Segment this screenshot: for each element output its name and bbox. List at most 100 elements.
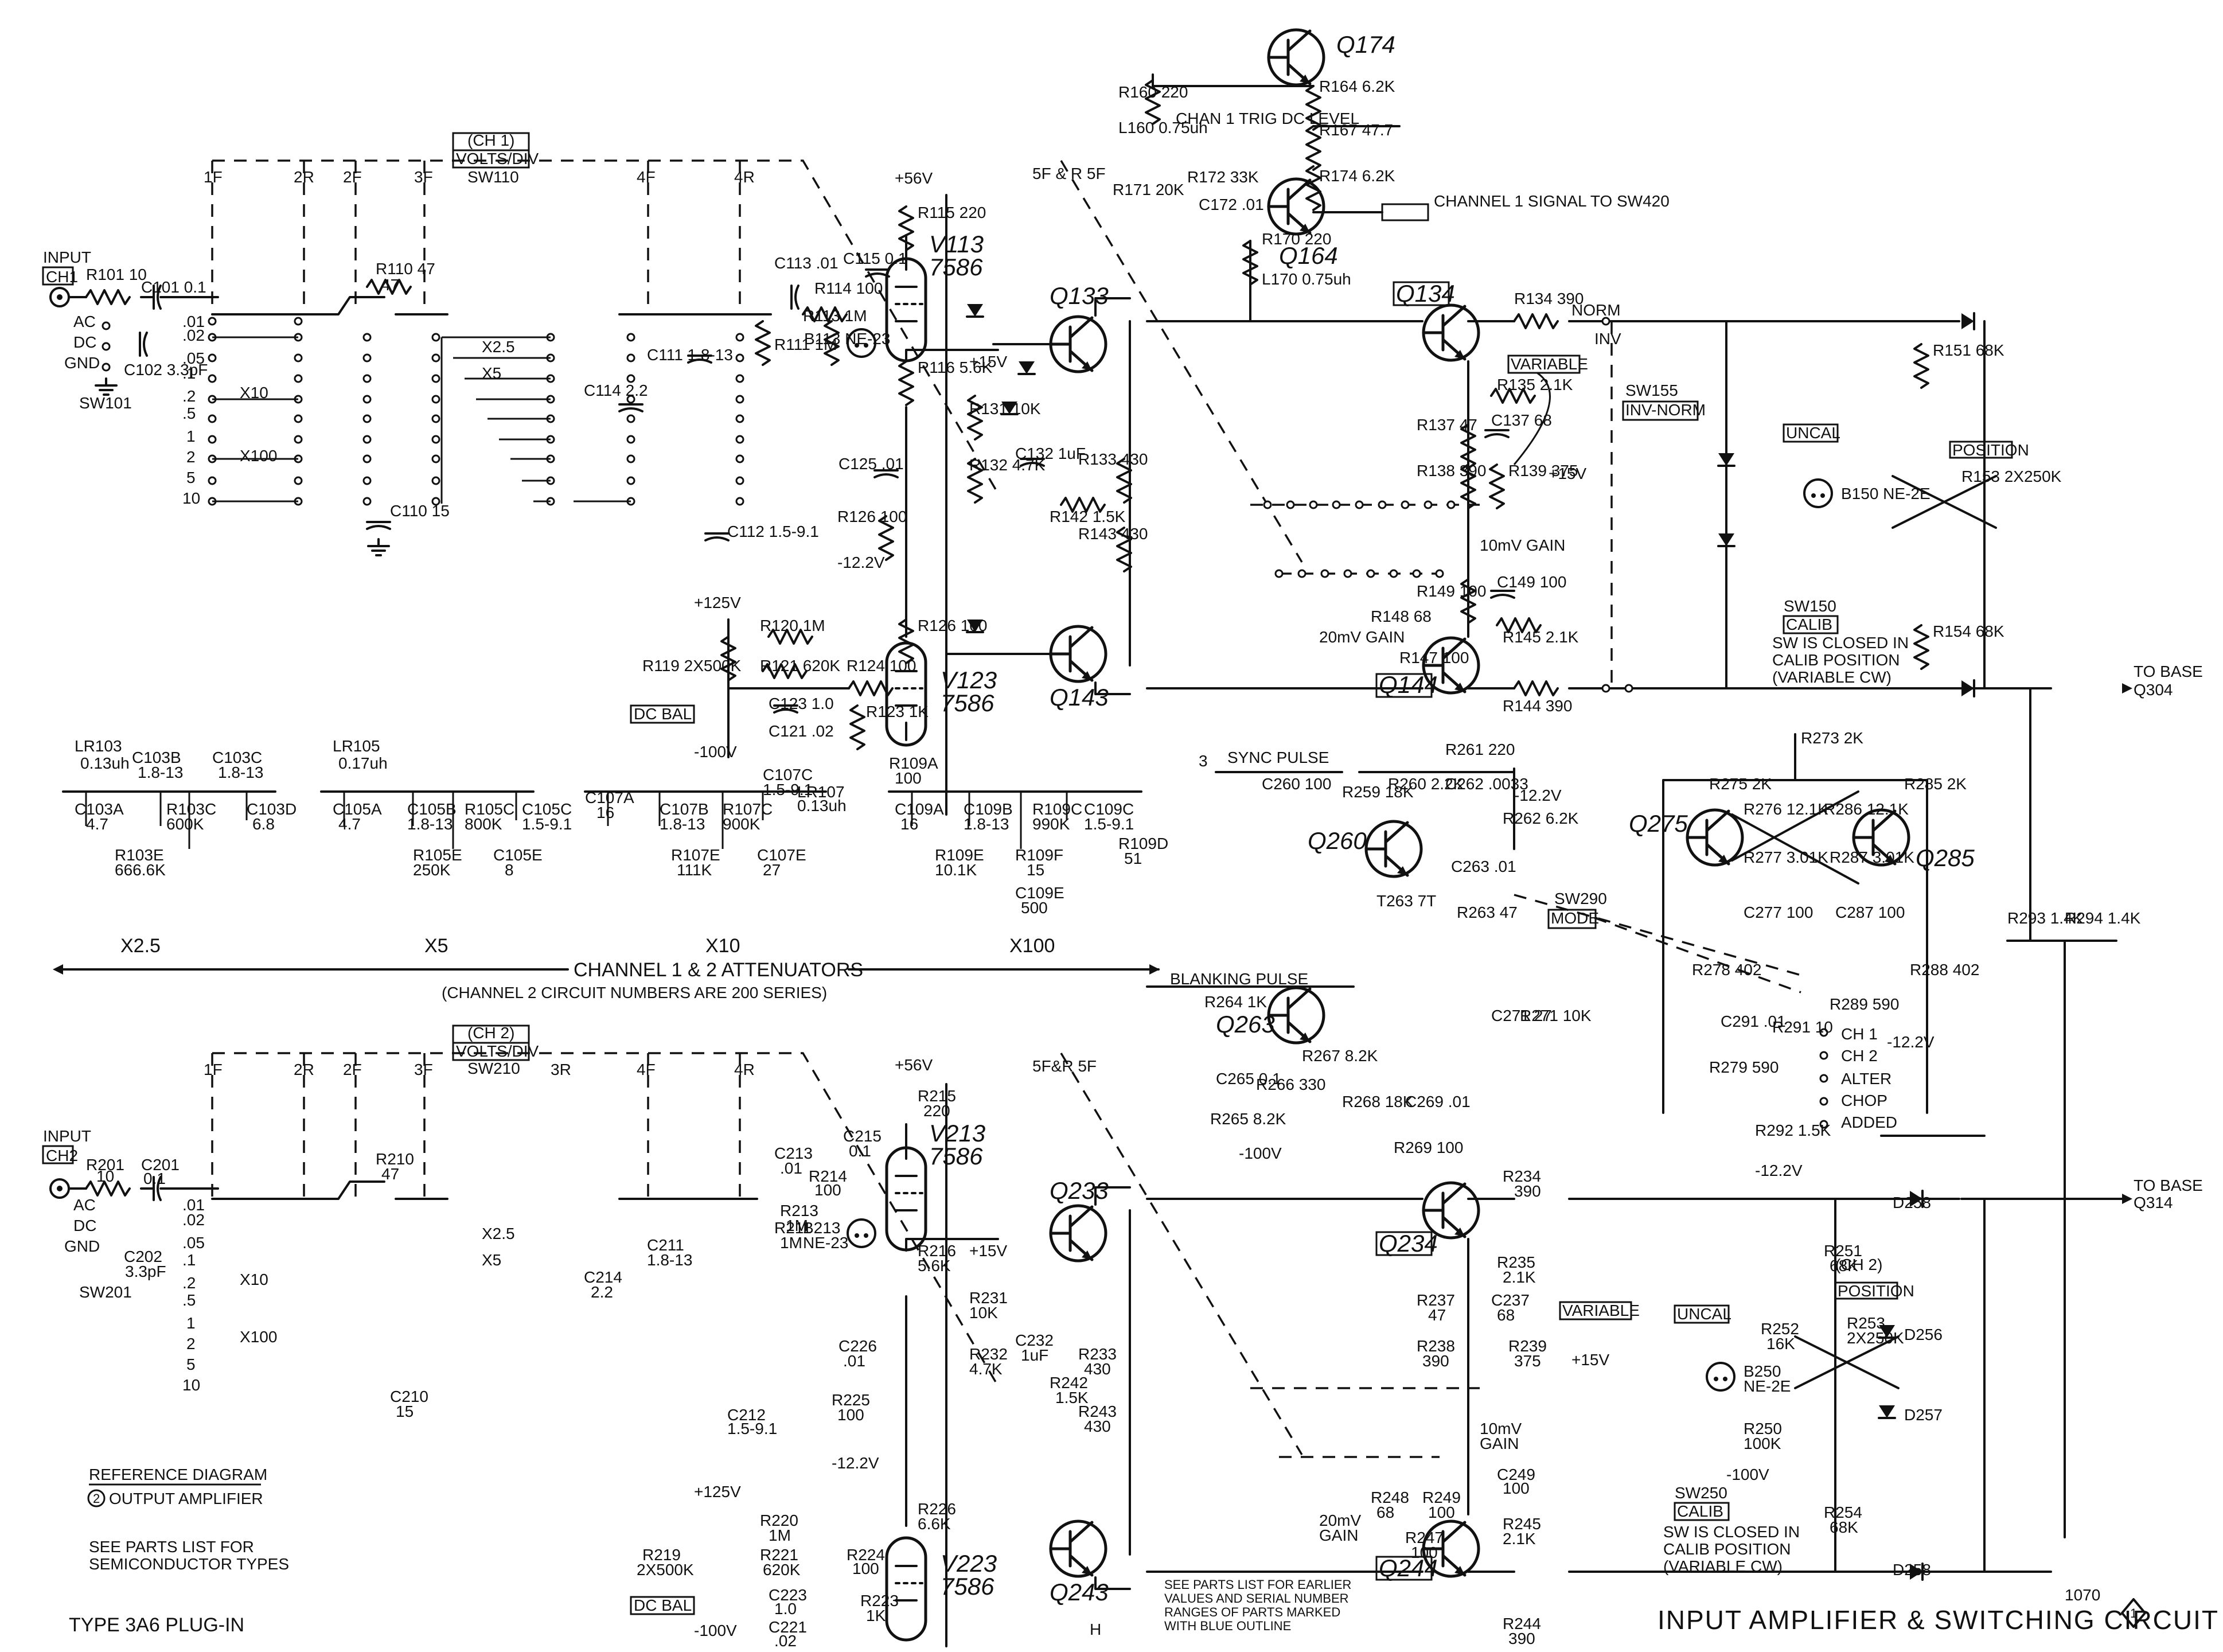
v123-type: 7586 bbox=[941, 689, 994, 716]
svg-text:R242: R242 bbox=[1050, 1374, 1088, 1392]
svg-text:0.13uh: 0.13uh bbox=[80, 754, 130, 772]
svg-text:2: 2 bbox=[186, 1335, 196, 1353]
svg-text:4.7K: 4.7K bbox=[969, 1360, 1003, 1378]
q134-label: Q134 bbox=[1396, 280, 1455, 307]
q260-label: Q260 bbox=[1308, 827, 1367, 854]
ch1-position-section: NORM INV SW155 INV-NORM R151 68K B150 NE… bbox=[1571, 301, 2203, 699]
ch1-calib[interactable]: CALIB bbox=[1786, 615, 1832, 633]
ch2-calib[interactable]: CALIB bbox=[1677, 1502, 1723, 1520]
coupling-gnd[interactable]: GND bbox=[64, 354, 100, 372]
svg-text:0.1: 0.1 bbox=[143, 1170, 166, 1187]
svg-text:3F: 3F bbox=[414, 1061, 433, 1078]
svg-text:.02: .02 bbox=[182, 1211, 205, 1229]
v113-type: 7586 bbox=[929, 254, 983, 280]
svg-text:1.5K: 1.5K bbox=[1055, 1389, 1089, 1406]
svg-text:CHOP: CHOP bbox=[1841, 1092, 1887, 1109]
svg-text:C109B: C109B bbox=[964, 800, 1013, 818]
ch1-input-stage: C113 .01 R114 100 R111 1M R113 1M B113 N… bbox=[755, 169, 1086, 816]
svg-text:CALIB POSITION: CALIB POSITION bbox=[1663, 1540, 1791, 1558]
r154-label: R154 68K bbox=[1933, 622, 2004, 640]
ch2-coupling-gnd[interactable]: GND bbox=[64, 1237, 100, 1255]
ch1-variable-box[interactable] bbox=[1507, 354, 1581, 374]
svg-text:3R: 3R bbox=[551, 1061, 571, 1078]
q133-transistor-icon bbox=[1051, 317, 1106, 372]
ch2-coupling-dc[interactable]: DC bbox=[73, 1217, 96, 1234]
ch2-rail-pos125: +125V bbox=[694, 1483, 741, 1501]
v213-tube-icon bbox=[887, 1148, 926, 1250]
svg-text:1.5-9.1: 1.5-9.1 bbox=[522, 815, 572, 833]
svg-text:R253: R253 bbox=[1847, 1314, 1885, 1332]
ch1-gain-10mv: 10mV GAIN bbox=[1480, 536, 1565, 554]
c125-label: C125 .01 bbox=[838, 455, 904, 473]
r139-label: R139 375 bbox=[1508, 462, 1578, 480]
svg-text:47: 47 bbox=[381, 1165, 399, 1183]
mode-positions[interactable]: CH 1 CH 2 ALTER CHOP ADDED bbox=[1819, 1025, 1897, 1131]
ch1-position-box[interactable] bbox=[1949, 441, 2013, 459]
svg-text:R221: R221 bbox=[760, 1546, 798, 1564]
svg-text:68: 68 bbox=[1376, 1503, 1394, 1521]
svg-text:D256: D256 bbox=[1904, 1326, 1943, 1343]
svg-text:375: 375 bbox=[1514, 1352, 1541, 1370]
svg-text:C226: C226 bbox=[838, 1337, 877, 1355]
ch1-dc-bal[interactable]: DC BAL bbox=[634, 705, 692, 723]
ch1-range-labels: .01 .02 .05 .1 .2 .5 1 2 5 10 bbox=[182, 313, 205, 507]
svg-text:1F: 1F bbox=[204, 1061, 223, 1078]
svg-text:C105B: C105B bbox=[407, 800, 457, 818]
contact-3f: 3F bbox=[414, 168, 433, 186]
svg-text:(CH 2): (CH 2) bbox=[1835, 1256, 1882, 1273]
r273-label: R273 2K bbox=[1801, 729, 1863, 747]
c102-label: C102 3.3pF bbox=[124, 361, 208, 379]
svg-text:10: 10 bbox=[96, 1167, 114, 1185]
svg-text:5F&R 5F: 5F&R 5F bbox=[1032, 1057, 1097, 1075]
svg-text:R238: R238 bbox=[1417, 1337, 1455, 1355]
contact-5f: 5F & R 5F bbox=[1032, 165, 1106, 182]
svg-text:R215: R215 bbox=[918, 1087, 956, 1105]
coupling-dc[interactable]: DC bbox=[73, 333, 96, 351]
l160-label: L160 0.75uh bbox=[1118, 119, 1208, 137]
ch1-volts-div-switch[interactable]: (CH 1) VOLTS/DIV SW110 1F 2R 2F 3F 4F 4R… bbox=[204, 131, 1303, 563]
parts-note-1: SEE PARTS LIST FOR bbox=[89, 1538, 254, 1556]
r126b-label: R126 100 bbox=[918, 617, 987, 634]
svg-text:R239: R239 bbox=[1508, 1337, 1547, 1355]
att-x100: X100 bbox=[1009, 935, 1055, 957]
r172-label: R172 33K bbox=[1187, 168, 1259, 186]
r276-label: R276 12.1K bbox=[1744, 800, 1828, 818]
c111-label: C111 1.8-13 bbox=[647, 346, 733, 364]
svg-text:10: 10 bbox=[182, 1376, 200, 1394]
ch1-trig-level[interactable]: CHAN 1 TRIG DC LEVEL bbox=[1176, 110, 1359, 127]
b250-neon-icon bbox=[1706, 1362, 1735, 1392]
svg-text:R216: R216 bbox=[918, 1242, 956, 1260]
ch2-coupling-ac[interactable]: AC bbox=[73, 1196, 96, 1214]
inv-norm-box[interactable] bbox=[1622, 400, 1699, 421]
svg-text:16: 16 bbox=[596, 804, 614, 821]
svg-text:.01: .01 bbox=[182, 313, 205, 330]
svg-text:1uF: 1uF bbox=[1021, 1346, 1048, 1364]
q285-label: Q285 bbox=[1916, 844, 1975, 871]
ch1-dc-bal-stage: V123 7586 R126 100 R124 100 R123 1K R120… bbox=[630, 594, 997, 761]
svg-text:2R: 2R bbox=[294, 1061, 314, 1078]
svg-text:C223: C223 bbox=[769, 1586, 807, 1604]
coupling-ac[interactable]: AC bbox=[73, 313, 96, 330]
svg-text:ALTER: ALTER bbox=[1841, 1070, 1891, 1088]
ch2-dc-bal[interactable]: DC BAL bbox=[634, 1596, 692, 1614]
svg-text:C103C: C103C bbox=[212, 749, 262, 766]
svg-text:1.8-13: 1.8-13 bbox=[647, 1251, 692, 1269]
v213-type: 7586 bbox=[929, 1143, 983, 1170]
svg-text:800K: 800K bbox=[465, 815, 502, 833]
svg-text:4.7: 4.7 bbox=[338, 815, 361, 833]
ch2-uncal: UNCAL bbox=[1677, 1305, 1731, 1323]
svg-text:R224: R224 bbox=[847, 1546, 885, 1564]
svg-text:D257: D257 bbox=[1904, 1406, 1943, 1424]
r267-label: R267 8.2K bbox=[1302, 1047, 1378, 1065]
c291-label: C291 .01 bbox=[1721, 1012, 1786, 1030]
ch2-variable-box[interactable] bbox=[1559, 1301, 1632, 1320]
svg-text:R213: R213 bbox=[780, 1202, 818, 1219]
q174-label: Q174 bbox=[1336, 31, 1395, 58]
svg-text:C215: C215 bbox=[843, 1127, 882, 1145]
svg-text:390: 390 bbox=[1508, 1630, 1535, 1647]
c271-label: C271 27 bbox=[1491, 1007, 1552, 1024]
ch2-rail-neg12: -12.2V bbox=[832, 1454, 879, 1472]
